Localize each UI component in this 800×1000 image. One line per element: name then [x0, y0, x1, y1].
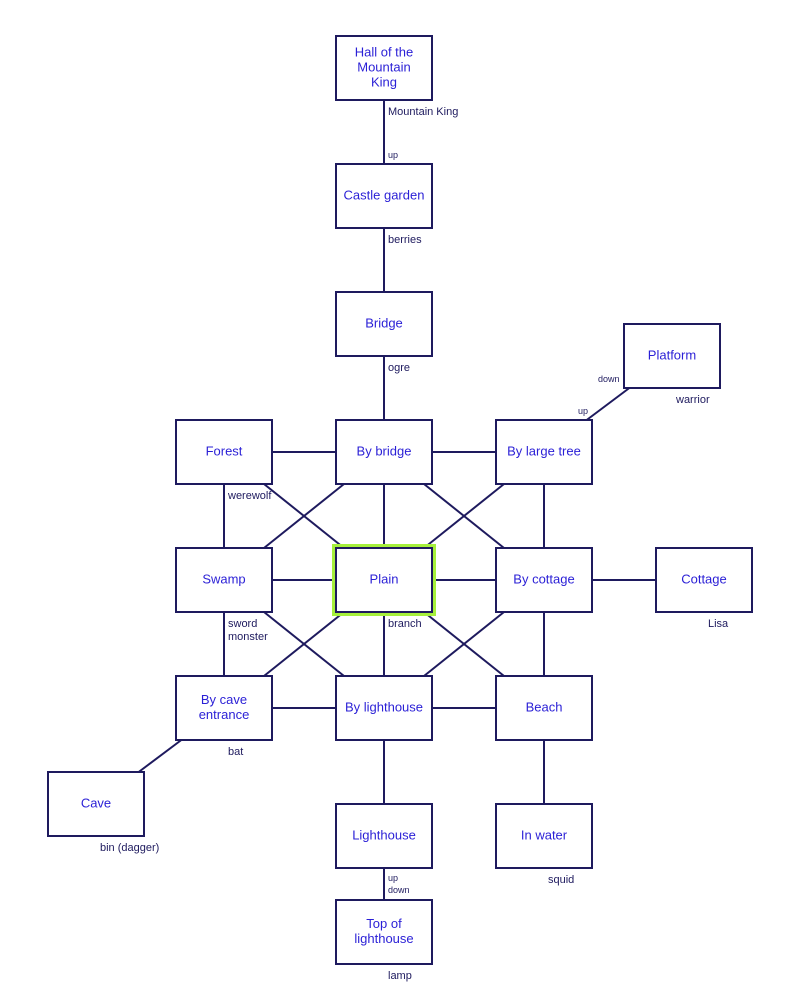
labels-layer: up up down up down Mountain King berries ogre wa… [100, 106, 729, 982]
room-name: In water [521, 827, 568, 842]
room-box [495, 675, 593, 741]
room-lighthouse[interactable]: Lighthouse [335, 803, 433, 869]
room-by-large-tree[interactable]: By large tree [495, 419, 593, 485]
room-name: Castle garden [344, 187, 425, 202]
item-label: sword [228, 618, 257, 630]
item-label: branch [388, 618, 422, 630]
room-in-water[interactable]: In water [495, 803, 593, 869]
room-plain[interactable]: Plain [332, 544, 436, 616]
room-name: By lighthouse [345, 699, 423, 714]
current-room-highlight [332, 544, 436, 616]
room-forest[interactable]: Forest [175, 419, 273, 485]
room-box [335, 163, 433, 229]
item-label: lamp [388, 970, 412, 982]
direction-label-down: down [598, 374, 620, 384]
room-box [335, 547, 433, 613]
room-box [47, 771, 145, 837]
link-by-large-tree-platform [586, 387, 630, 421]
room-name: Cottage [681, 571, 727, 586]
room-by-lighthouse[interactable]: By lighthouse [335, 675, 433, 741]
room-platform[interactable]: Platform [623, 323, 721, 389]
room-box [495, 547, 593, 613]
room-box [623, 323, 721, 389]
room-name: By cottage [513, 571, 574, 586]
room-name: Hall of the [355, 44, 414, 59]
room-castle-garden[interactable]: Castle garden [335, 163, 433, 229]
room-cave[interactable]: Cave [47, 771, 145, 837]
room-box [655, 547, 753, 613]
room-bridge[interactable]: Bridge [335, 291, 433, 357]
room-name: Swamp [202, 571, 245, 586]
item-label: Lisa [708, 618, 729, 630]
item-label: monster [228, 631, 268, 643]
room-name: Cave [81, 795, 111, 810]
direction-label-up: up [388, 150, 398, 160]
room-name: By bridge [357, 443, 412, 458]
room-box [335, 675, 433, 741]
room-name: entrance [199, 707, 250, 722]
room-box [175, 419, 273, 485]
room-box [335, 419, 433, 485]
room-by-bridge[interactable]: By bridge [335, 419, 433, 485]
room-name: King [371, 74, 397, 89]
item-label: bat [228, 746, 243, 758]
link-plain-by-cave-entrance [263, 611, 345, 677]
direction-label-up: up [388, 873, 398, 883]
room-box [335, 899, 433, 965]
room-box [335, 35, 433, 101]
room-name: Plain [370, 571, 399, 586]
item-label: Mountain King [388, 106, 458, 118]
links-layer [138, 100, 656, 900]
link-by-large-tree-plain [423, 483, 505, 549]
room-box [175, 547, 273, 613]
room-box [175, 675, 273, 741]
room-swamp[interactable]: Swamp [175, 547, 273, 613]
item-label: werewolf [227, 490, 272, 502]
room-box [495, 419, 593, 485]
room-name: Bridge [365, 315, 403, 330]
link-by-bridge-swamp [263, 483, 345, 549]
room-name: Lighthouse [352, 827, 416, 842]
item-label: ogre [388, 362, 410, 374]
room-box [335, 291, 433, 357]
link-by-cottage-by-lighthouse [423, 611, 505, 677]
room-cottage[interactable]: Cottage [655, 547, 753, 613]
room-name: By cave [201, 692, 247, 707]
direction-label-down: down [388, 885, 410, 895]
room-name: Top of [366, 916, 402, 931]
room-name: Forest [206, 443, 243, 458]
item-label: bin (dagger) [100, 842, 159, 854]
direction-label-up: up [578, 406, 588, 416]
room-name: Mountain [357, 59, 410, 74]
room-name: lighthouse [354, 931, 413, 946]
room-name: Beach [526, 699, 563, 714]
item-label: squid [548, 874, 574, 886]
item-label: berries [388, 234, 422, 246]
room-box [335, 803, 433, 869]
room-name: By large tree [507, 443, 581, 458]
room-beach[interactable]: Beach [495, 675, 593, 741]
room-box [495, 803, 593, 869]
item-label: warrior [675, 394, 710, 406]
link-by-cave-entrance-cave [138, 739, 182, 773]
room-by-cottage[interactable]: By cottage [495, 547, 593, 613]
room-name: Platform [648, 347, 696, 362]
